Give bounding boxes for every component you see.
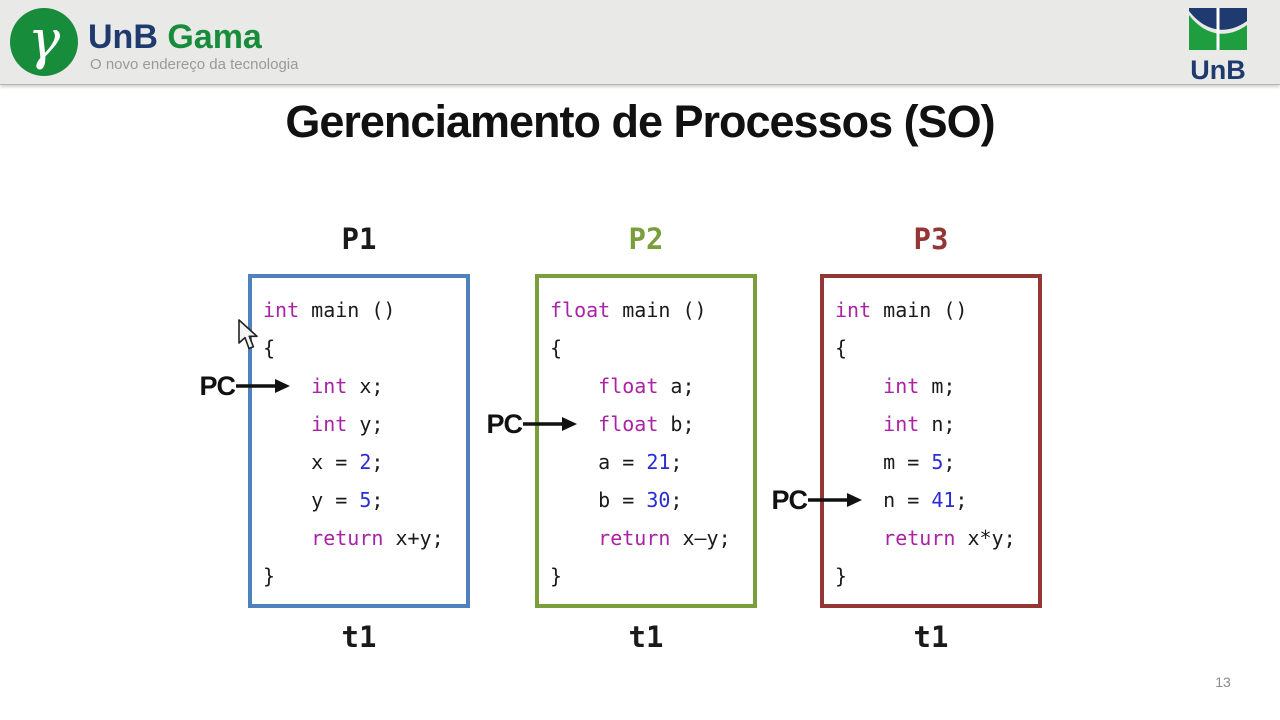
gamma-icon: γ — [27, 8, 61, 71]
unb-shield-icon — [1189, 8, 1247, 50]
code-line: } — [835, 564, 848, 588]
time-label-p3: t1 — [913, 620, 949, 654]
process-label-p3: P3 — [913, 222, 949, 256]
pc-label: PC — [486, 408, 523, 439]
process-label-p1: P1 — [341, 222, 377, 256]
unb-logo-label: UnB — [1190, 55, 1246, 85]
code-line: { — [263, 336, 276, 360]
code-line: float a; — [598, 374, 695, 398]
process-box-p2: float main () { float a; float b; a = 21;… — [535, 274, 757, 608]
pc-pointer-p3: PC — [769, 483, 862, 517]
code-line: } — [263, 564, 276, 588]
code-line: int main () — [835, 298, 968, 322]
code-line: x = 2; — [263, 450, 384, 474]
header-bar: γ UnB Gama O novo endereço da tecnologia… — [0, 0, 1280, 85]
code-line: return x+y; — [311, 526, 444, 550]
unb-gama-logo: γ — [10, 8, 78, 76]
mouse-cursor-icon — [238, 319, 258, 350]
code-line: int y; — [311, 412, 384, 436]
page-title: Gerenciamento de Processos (SO) — [285, 96, 995, 147]
time-label-p1: t1 — [341, 620, 377, 654]
code-line: { — [835, 336, 848, 360]
time-label-p2: t1 — [628, 620, 664, 654]
process-box-p3: int main () { int m; int n; m = 5; n = 41… — [820, 274, 1042, 608]
code-line: m = 5; — [835, 450, 956, 474]
code-line: n = 41; — [835, 488, 968, 512]
pc-pointer-p2: PC — [484, 407, 577, 441]
gama-tagline: O novo endereço da tecnologia — [90, 56, 299, 73]
unb-gama-wordmark-gama: Gama — [167, 18, 262, 56]
pc-label: PC — [771, 484, 808, 515]
code-line: int x; — [311, 374, 384, 398]
pc-arrow-icon — [236, 379, 290, 393]
code-line: } — [550, 564, 563, 588]
unb-gama-wordmark: UnB Gama — [88, 18, 262, 57]
code-line: float main () — [550, 298, 707, 322]
code-line: int n; — [883, 412, 956, 436]
pc-pointer-p1: PC — [197, 369, 290, 403]
code-line: { — [550, 336, 563, 360]
process-box-p1: int main () { int x; int y; x = 2; y = 5;… — [248, 274, 470, 608]
code-line: return x–y; — [598, 526, 731, 550]
code-line: int main () — [263, 298, 396, 322]
code-line: float b; — [598, 412, 695, 436]
pc-arrow-icon — [808, 493, 862, 507]
code-line: y = 5; — [263, 488, 384, 512]
pc-label: PC — [199, 370, 236, 401]
process-label-p2: P2 — [628, 222, 664, 256]
code-line: int m; — [883, 374, 956, 398]
code-line: a = 21; — [550, 450, 683, 474]
pc-arrow-icon — [523, 417, 577, 431]
page-number: 13 — [1215, 674, 1231, 690]
code-line: b = 30; — [550, 488, 683, 512]
code-line: return x*y; — [883, 526, 1016, 550]
unb-logo: UnB — [1189, 8, 1247, 84]
unb-gama-wordmark-unb: UnB — [88, 18, 158, 56]
